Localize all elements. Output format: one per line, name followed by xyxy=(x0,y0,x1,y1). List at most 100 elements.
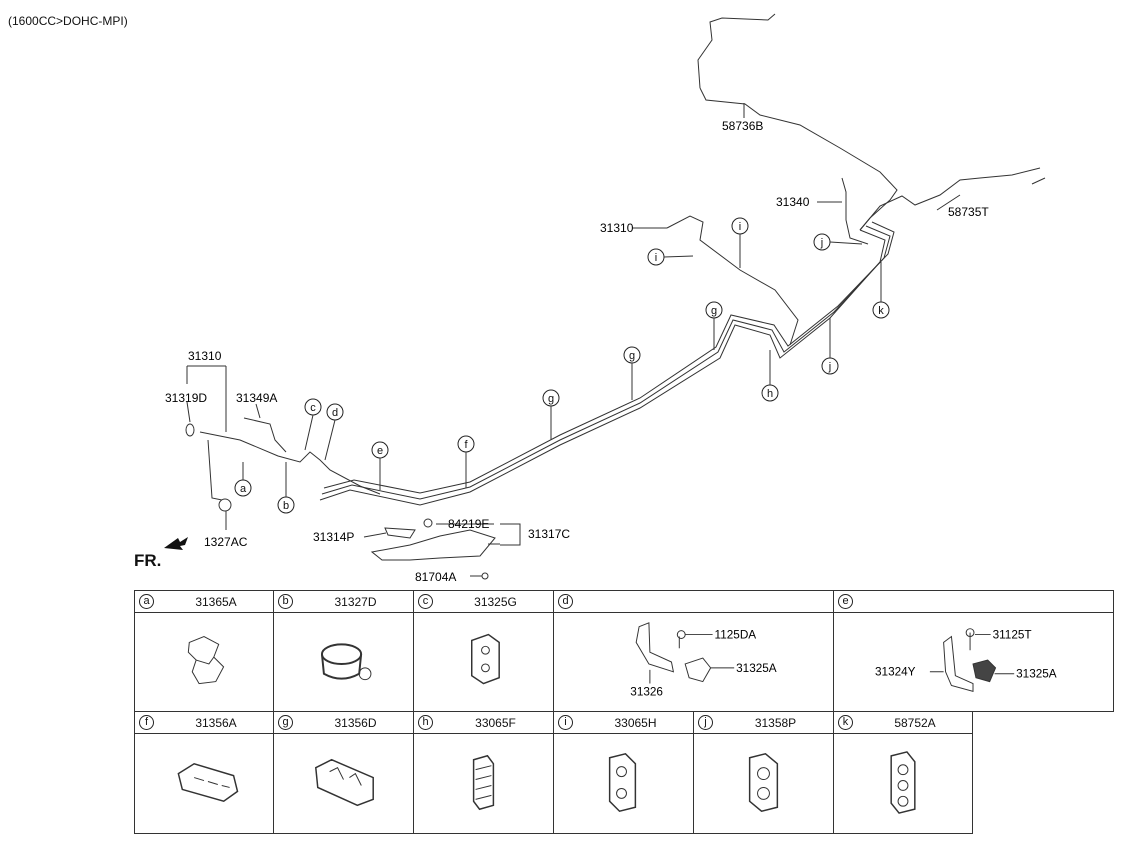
legend-cell-k: k 58752A xyxy=(833,711,973,834)
parts-legend-table: a 31365A b 31327D c 31325G d 1125DA 31325A … xyxy=(134,590,1114,834)
tube-58736B xyxy=(697,13,898,231)
label-58736B: 58736B xyxy=(722,119,763,133)
svg-text:i: i xyxy=(655,252,657,264)
clip-31325G-icon xyxy=(471,633,500,685)
legend-letter-h: h xyxy=(418,715,433,730)
callout-j-1: j xyxy=(813,233,831,251)
callout-j-2: j xyxy=(821,357,839,375)
legend-part-33065F: 33065F xyxy=(475,716,516,730)
svg-text:j: j xyxy=(828,361,831,373)
callout-k: k xyxy=(872,301,890,319)
legend-letter-c: c xyxy=(418,594,433,609)
label-31310-top: 31310 xyxy=(600,221,634,235)
callout-f: f xyxy=(457,435,475,453)
label-31317C: 31317C xyxy=(528,527,570,541)
label-31324Y: 31324Y xyxy=(875,666,916,679)
legend-part-58752A: 58752A xyxy=(894,716,936,730)
bracket-31317C xyxy=(370,529,496,561)
legend-letter-j: j xyxy=(698,715,713,730)
svg-text:e: e xyxy=(377,445,383,457)
callout-c: c xyxy=(304,398,322,416)
legend-part-31358P: 31358P xyxy=(754,716,797,730)
label-1327AC: 1327AC xyxy=(204,535,248,549)
label-31325A-d: 31325A xyxy=(736,662,777,675)
svg-text:c: c xyxy=(310,402,316,414)
assembly-d-icon: 1125DA 31325A 31326 xyxy=(630,622,777,698)
bolt-1327AC xyxy=(218,498,232,512)
label-31314P: 31314P xyxy=(313,530,354,544)
callout-e: e xyxy=(371,441,389,459)
leader-lines xyxy=(186,103,961,577)
legend-cell-b: b 31327D xyxy=(273,590,414,712)
legend-cell-e: e 31125T 31324Y 31325A xyxy=(833,590,1114,712)
label-31349A: 31349A xyxy=(236,391,277,405)
orring-31319D xyxy=(185,423,195,437)
svg-text:i: i xyxy=(739,221,741,233)
legend-cell-j: j 31358P xyxy=(693,711,834,834)
legend-part-33065H: 33065H xyxy=(614,716,657,730)
legend-cell-d: d 1125DA 31325A 31326 xyxy=(553,590,834,712)
svg-text:k: k xyxy=(878,305,884,317)
callout-g-1: g xyxy=(542,389,560,407)
legend-cell-i: i 33065H xyxy=(553,711,694,834)
callout-a: a xyxy=(234,479,252,497)
fuel-line-diagram: FR. 31310 58736B 31340 58735T 31310 3131… xyxy=(134,13,1046,584)
label-58735T: 58735T xyxy=(948,205,989,219)
callout-g-2: g xyxy=(623,346,641,364)
clip-33065F-icon xyxy=(472,754,495,811)
tube-bundle-3 xyxy=(323,221,895,494)
label-31325A-e: 31325A xyxy=(1016,668,1057,681)
callout-b: b xyxy=(277,496,295,514)
svg-text:g: g xyxy=(711,305,717,317)
legend-cell-c: c 31325G xyxy=(413,590,554,712)
legend-cell-h: h 33065F xyxy=(413,711,554,834)
tube-31310-left xyxy=(199,431,381,495)
legend-part-31325G: 31325G xyxy=(474,595,517,609)
clip-33065H-icon xyxy=(608,752,637,813)
label-31125T: 31125T xyxy=(993,628,1032,641)
legend-letter-a: a xyxy=(139,594,154,609)
screw-81704A xyxy=(481,572,489,580)
assembly-e-icon: 31125T 31324Y 31325A xyxy=(875,628,1057,693)
label-31340: 31340 xyxy=(776,195,810,209)
tube-31340 xyxy=(841,177,869,245)
grommet-84219E xyxy=(423,518,433,528)
label-31326: 31326 xyxy=(630,685,663,698)
callout-i-1: i xyxy=(647,248,665,266)
label-31319D: 31319D xyxy=(165,391,207,405)
legend-part-31327D: 31327D xyxy=(334,595,377,609)
front-arrow xyxy=(164,537,188,550)
legend-letter-i: i xyxy=(558,715,573,730)
label-1125DA: 1125DA xyxy=(715,628,757,641)
clip-31356A-icon xyxy=(177,762,239,803)
tube-31310-upper xyxy=(666,215,799,346)
svg-text:b: b xyxy=(283,500,289,512)
clip-31365A-icon xyxy=(187,635,225,685)
svg-text:g: g xyxy=(629,350,635,362)
legend-letter-f: f xyxy=(139,715,154,730)
legend-letter-e: e xyxy=(838,594,853,609)
legend-part-31365A: 31365A xyxy=(195,595,237,609)
legend-letter-b: b xyxy=(278,594,293,609)
legend-letter-g: g xyxy=(278,715,293,730)
label-31310-left: 31310 xyxy=(188,349,222,363)
svg-text:f: f xyxy=(464,439,468,451)
callout-h: h xyxy=(761,384,779,402)
svg-text:g: g xyxy=(548,393,554,405)
legend-letter-k: k xyxy=(838,715,853,730)
callout-i-2: i xyxy=(731,217,749,235)
model-spec-note: (1600CC>DOHC-MPI) xyxy=(8,14,128,28)
tube-bundle-1 xyxy=(319,229,886,506)
svg-text:h: h xyxy=(767,388,773,400)
callout-leaders xyxy=(242,234,882,497)
callout-g-3: g xyxy=(705,301,723,319)
clamp-31327D-icon xyxy=(320,643,372,681)
legend-cell-a: a 31365A xyxy=(134,590,274,712)
svg-text:j: j xyxy=(820,237,823,249)
front-label: FR. xyxy=(134,551,161,570)
clip-58752A-icon xyxy=(890,751,916,814)
clip-31358P-icon xyxy=(748,752,779,813)
clip-31356D-icon xyxy=(314,758,374,807)
